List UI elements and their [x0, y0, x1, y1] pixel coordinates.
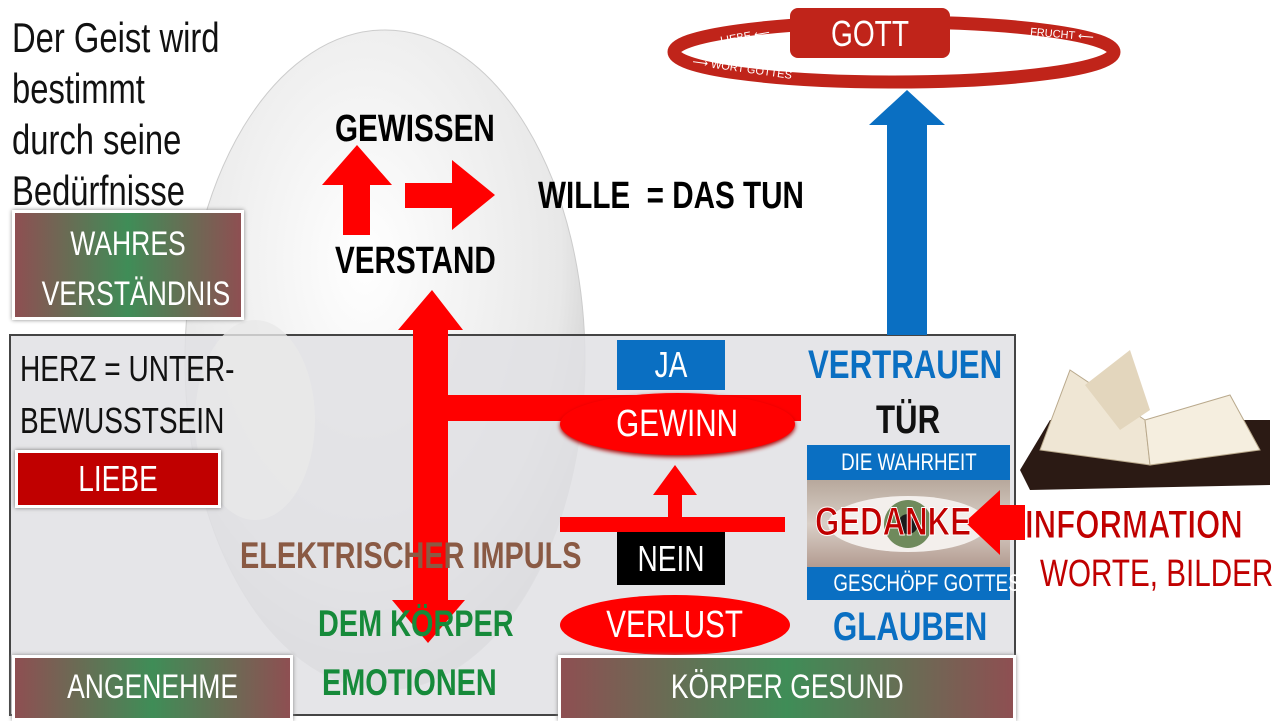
label: HERZ = UNTER-: [20, 348, 235, 389]
label: DIE WAHRHEIT: [840, 449, 977, 476]
red-small-up-arrow: [653, 465, 697, 520]
red-right-arrow: [405, 160, 495, 230]
ja-box: JA: [617, 340, 725, 390]
liebe-box: LIEBE: [15, 450, 221, 508]
intro-line: Bedürfnisse: [12, 167, 186, 214]
intro-line: Der Geist wird: [12, 14, 220, 61]
worte-label: WORTE, BILDER: [1040, 553, 1280, 596]
red-up-arrow: [322, 145, 392, 235]
label: VERSTÄNDNIS: [41, 275, 231, 313]
label: GLAUBEN: [833, 605, 988, 649]
blue-up-arrow: [869, 90, 945, 335]
nein-box: NEIN: [617, 532, 725, 585]
label: ELEKTRISCHER IMPULS: [240, 535, 582, 576]
label: KÖRPER GESUND: [670, 668, 904, 706]
label: DEM KÖRPER: [318, 603, 514, 644]
label: BEWUSSTSEIN: [20, 400, 225, 441]
information-label: INFORMATION: [1025, 503, 1280, 548]
label: GESCHÖPF GOTTES: [833, 570, 1021, 597]
label: GEWISSEN: [335, 108, 495, 150]
wahres-verstaendnis-box: WAHRES VERSTÄNDNIS: [12, 210, 244, 320]
label: EMOTIONEN: [322, 662, 497, 703]
label: VERLUST: [606, 604, 744, 646]
vertrauen-label: VERTRAUEN: [808, 343, 1057, 388]
intro-text: Der Geist wird bestimmt durch seine Bedü…: [12, 12, 278, 216]
glauben-label: GLAUBEN: [833, 605, 1031, 650]
label: ANGENEHME: [67, 668, 238, 706]
gewinn-ellipse: GEWINN: [560, 393, 795, 455]
gott-box: GOTT: [790, 8, 950, 58]
label: LIEBE: [78, 458, 158, 499]
red-vertical-double-arrow: [392, 290, 465, 643]
verlust-ellipse: VERLUST: [560, 595, 790, 655]
label: NEIN: [637, 538, 705, 579]
intro-line: bestimmt: [12, 65, 145, 112]
herz-label: HERZ = UNTER- BEWUSSTSEIN: [20, 343, 295, 447]
label: VERSTAND: [335, 240, 496, 282]
tuer-label: TÜR: [876, 398, 958, 443]
label: WILLE = DAS TUN: [538, 175, 804, 217]
intro-line: durch seine: [12, 116, 182, 163]
red-lower-bar: [560, 517, 785, 532]
dem-koerper-label: DEM KÖRPER: [318, 603, 569, 645]
label: TÜR: [876, 398, 941, 442]
label: GOTT: [830, 13, 909, 54]
bible-icon: [1020, 350, 1270, 490]
wille-label: WILLE = DAS TUN: [538, 175, 879, 218]
label: GEDANKE: [815, 500, 972, 545]
label: GEWINN: [616, 403, 739, 445]
ear-shape: [195, 320, 315, 520]
wahrheit-box: DIE WAHRHEIT: [807, 445, 1010, 480]
angenehme-box: ANGENEHME: [12, 655, 293, 721]
koerper-gesund-box: KÖRPER GESUND: [558, 655, 1016, 721]
label: JA: [654, 344, 688, 385]
red-left-arrow: [965, 490, 1025, 555]
gewissen-label: GEWISSEN: [335, 108, 540, 151]
label: INFORMATION: [1025, 503, 1244, 548]
geschoepf-box: GESCHÖPF GOTTES: [807, 567, 1021, 600]
gedanke-label: GEDANKE: [815, 500, 1015, 545]
impuls-label: ELEKTRISCHER IMPULS: [240, 535, 678, 577]
label: WORTE, BILDER: [1040, 553, 1274, 595]
label: WAHRES: [70, 225, 186, 263]
label: VERTRAUEN: [808, 343, 1003, 387]
verstand-label: VERSTAND: [335, 240, 541, 283]
emotionen-label: EMOTIONEN: [322, 662, 546, 704]
